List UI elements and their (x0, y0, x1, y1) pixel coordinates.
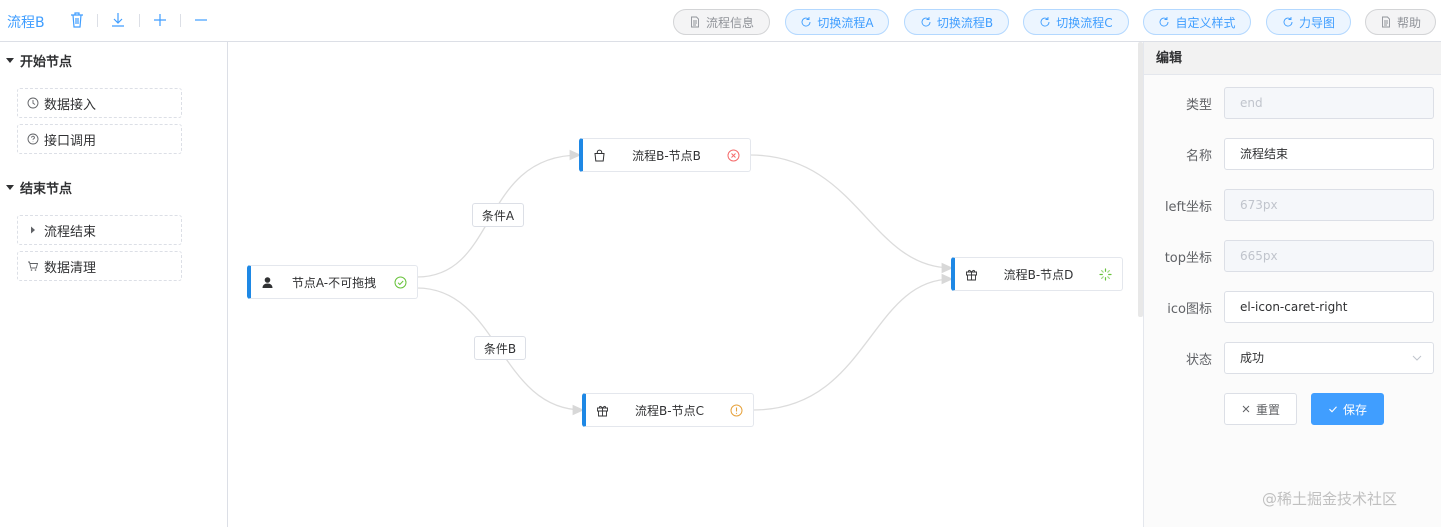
chevron-down-icon (1412, 355, 1422, 361)
node-menu: 开始节点 数据接入 接口调用 结束节点 流程结束 数据清理 (0, 42, 228, 527)
group-title: 开始节点 (20, 55, 73, 70)
check-circle-icon (394, 276, 407, 289)
icon-input[interactable]: el-icon-caret-right (1224, 291, 1434, 323)
menu-item-label: 数据接入 (44, 97, 97, 113)
reset-button[interactable]: 重置 (1224, 393, 1297, 425)
save-button[interactable]: 保存 (1311, 393, 1384, 425)
flow-node-d[interactable]: 流程B-节点D (951, 257, 1123, 291)
plus-icon[interactable] (150, 10, 170, 30)
field-label-top: top坐标 (1164, 251, 1212, 266)
flow-name: 流程B (7, 15, 45, 31)
switch-flow-a-button[interactable]: 切换流程A (785, 9, 889, 35)
help-circle-icon (27, 133, 39, 145)
edge-b-d[interactable] (749, 154, 954, 274)
field-label-name: 名称 (1185, 149, 1212, 164)
custom-style-button[interactable]: 自定义样式 (1143, 9, 1251, 35)
field-label-state: 状态 (1185, 353, 1212, 368)
toolbar: 流程B 流程信息 切换流程A 切换流程B 切换流程C 自定义样式 力导图 帮助 (0, 0, 1441, 42)
menu-item-flow-end[interactable]: 流程结束 (17, 215, 182, 245)
refresh-icon (1040, 17, 1050, 27)
group-end-nodes[interactable]: 结束节点 (6, 178, 72, 197)
menu-item-label: 数据清理 (44, 260, 97, 276)
field-label-left: left坐标 (1164, 200, 1212, 215)
present-icon (966, 269, 977, 281)
switch-flow-a-label: 切换流程A (817, 15, 874, 30)
edit-panel: 编辑 类型 end 名称 流程结束 left坐标 673px top坐标 665… (1143, 42, 1441, 527)
document-icon (1382, 16, 1390, 28)
flow-info-button[interactable]: 流程信息 (673, 9, 770, 35)
state-select[interactable]: 成功 (1224, 342, 1434, 374)
help-button[interactable]: 帮助 (1365, 9, 1436, 35)
save-label: 保存 (1342, 402, 1367, 417)
loading-icon (1099, 268, 1112, 281)
group-title: 结束节点 (20, 182, 73, 197)
delete-icon[interactable] (67, 10, 87, 30)
minus-icon[interactable] (191, 10, 211, 30)
panel-title: 编辑 (1144, 42, 1441, 75)
document-icon (691, 16, 699, 28)
switch-flow-b-label: 切换流程B (936, 15, 994, 30)
force-graph-button[interactable]: 力导图 (1266, 9, 1351, 35)
type-input[interactable]: end (1224, 87, 1434, 119)
toolbar-separator (180, 14, 181, 27)
left-input[interactable]: 673px (1224, 189, 1434, 221)
reset-label: 重置 (1255, 402, 1280, 417)
toolbar-separator (139, 14, 140, 27)
switch-flow-b-button[interactable]: 切换流程B (904, 9, 1009, 35)
user-icon (262, 277, 273, 288)
bag-icon (594, 149, 605, 162)
field-label-icon: ico图标 (1167, 302, 1212, 317)
group-start-nodes[interactable]: 开始节点 (6, 51, 72, 70)
edge-label-condition-a[interactable]: 条件A (472, 203, 524, 227)
cart-icon (28, 261, 39, 271)
top-input[interactable]: 665px (1224, 240, 1434, 272)
toolbar-separator (97, 14, 98, 27)
warning-circle-icon (730, 404, 743, 417)
menu-item-label: 接口调用 (44, 133, 97, 149)
flow-info-label: 流程信息 (705, 15, 754, 30)
help-label: 帮助 (1396, 15, 1421, 30)
caret-down-icon (6, 58, 14, 63)
node-label: 流程B-节点D (1003, 267, 1074, 282)
refresh-icon (1160, 17, 1169, 27)
menu-item-api-call[interactable]: 接口调用 (17, 124, 182, 154)
flow-node-c[interactable]: 流程B-节点C (582, 393, 754, 427)
download-icon[interactable] (108, 10, 128, 30)
refresh-icon (801, 17, 811, 27)
menu-item-data-ingest[interactable]: 数据接入 (17, 88, 182, 118)
edge-c-d[interactable] (752, 273, 954, 411)
caret-right-icon (31, 226, 35, 234)
refresh-icon (1283, 17, 1293, 27)
custom-style-label: 自定义样式 (1175, 15, 1236, 30)
state-select-value: 成功 (1240, 351, 1265, 365)
switch-flow-c-label: 切换流程C (1056, 15, 1113, 30)
caret-down-icon (6, 185, 14, 190)
node-label: 流程B-节点B (632, 148, 701, 163)
canvas-scrollbar[interactable] (1138, 42, 1143, 317)
edge-label-condition-b[interactable]: 条件B (474, 336, 526, 360)
name-input[interactable]: 流程结束 (1224, 138, 1434, 170)
flow-node-b[interactable]: 流程B-节点B (579, 138, 751, 172)
menu-item-label: 流程结束 (44, 224, 97, 240)
flow-canvas[interactable]: 条件A 条件B 节点A-不可拖拽 流程B-节点B 流程B-节点C 流程B-节点D (229, 42, 1141, 527)
node-label: 流程B-节点C (635, 403, 704, 418)
menu-item-data-cleanup[interactable]: 数据清理 (17, 251, 182, 281)
close-circle-icon (727, 149, 740, 162)
force-graph-label: 力导图 (1298, 15, 1335, 30)
watermark: @稀土掘金技术社区 (1262, 490, 1398, 508)
check-icon (1329, 406, 1337, 413)
refresh-icon (921, 17, 931, 27)
switch-flow-c-button[interactable]: 切换流程C (1023, 9, 1129, 35)
present-icon (597, 405, 608, 417)
close-icon (1242, 405, 1250, 413)
field-label-type: 类型 (1185, 98, 1212, 113)
node-label: 节点A-不可拖拽 (291, 275, 377, 290)
flow-node-a[interactable]: 节点A-不可拖拽 (247, 265, 418, 299)
clock-icon (27, 97, 39, 109)
